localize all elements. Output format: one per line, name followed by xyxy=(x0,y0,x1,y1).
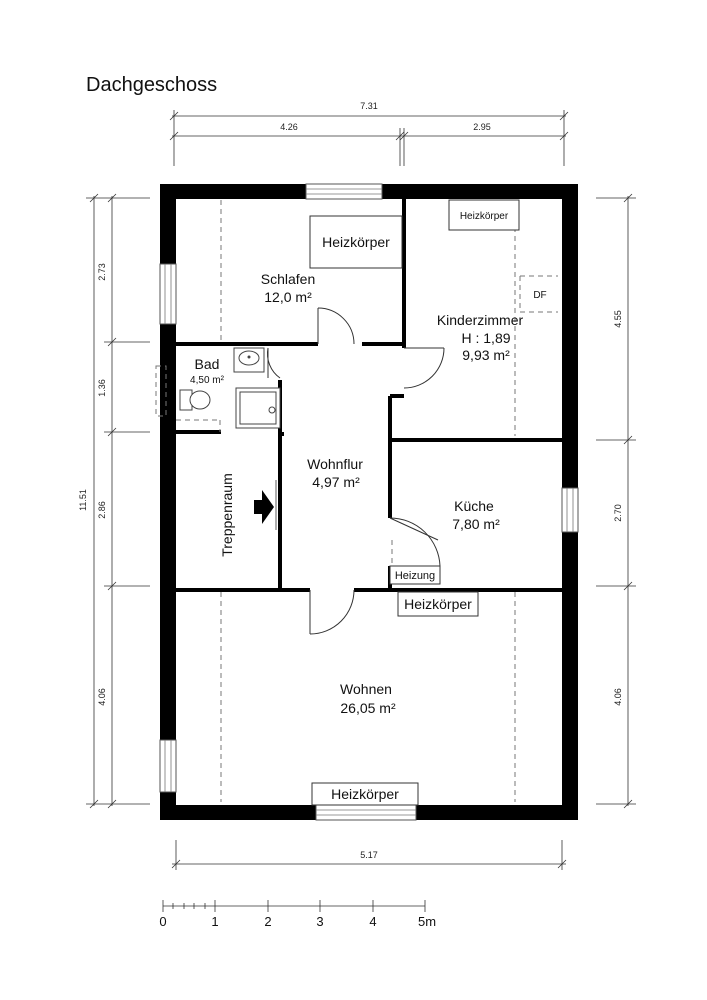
heizung-box: Heizung xyxy=(389,540,441,585)
scale-label: 0 xyxy=(159,914,166,929)
window-bottom xyxy=(315,804,417,821)
dim-left-1: 2.73 xyxy=(97,263,107,281)
dim-left-total: 11.51 xyxy=(78,489,88,511)
door-kinderzimmer xyxy=(403,347,445,389)
room-area: 4,97 m² xyxy=(312,474,360,490)
df-box: DF xyxy=(533,290,546,301)
room-area: 12,0 m² xyxy=(264,289,312,305)
heater-schlafen: Heizkörper xyxy=(309,215,403,269)
door-schlafen xyxy=(317,307,355,345)
room-schlafen: Schlafen 12,0 m² xyxy=(261,271,315,305)
window-right xyxy=(561,487,579,533)
heizung-label: Heizung xyxy=(395,570,435,582)
dim-right-2: 2.70 xyxy=(613,504,623,522)
dim-right-1: 4.55 xyxy=(613,310,623,328)
room-name: Kinderzimmer xyxy=(437,312,524,328)
room-height: H : 1,89 xyxy=(461,330,510,346)
room-name: Bad xyxy=(195,356,220,372)
bathroom-fixtures xyxy=(155,347,281,432)
heater-label: Heizkörper xyxy=(322,234,390,250)
room-wohnen: Wohnen 26,05 m² xyxy=(340,681,396,716)
dim-bottom: 5.17 xyxy=(360,850,378,860)
dimension-bottom: 5.17 xyxy=(171,840,567,870)
room-name: Treppenraum xyxy=(219,473,235,557)
dim-right-3: 4.06 xyxy=(613,688,623,706)
dim-top-right: 2.95 xyxy=(473,122,491,132)
room-wohnflur: Wohnflur 4,97 m² xyxy=(307,456,363,490)
dim-top-total: 7.31 xyxy=(360,101,378,111)
window-left-lower xyxy=(159,739,177,793)
room-area: 26,05 m² xyxy=(340,700,396,716)
roof-lines xyxy=(220,200,558,802)
scale-label: 1 xyxy=(211,914,218,929)
scale-label: 2 xyxy=(264,914,271,929)
room-name: Wohnen xyxy=(340,681,392,697)
room-area: 9,93 m² xyxy=(462,347,510,363)
page-title: Dachgeschoss xyxy=(86,74,217,96)
dimension-top: 7.31 4.26 2.95 xyxy=(169,101,569,166)
door-kueche xyxy=(389,517,441,567)
dim-left-4: 4.06 xyxy=(97,688,107,706)
scale-label: 4 xyxy=(369,914,376,929)
room-kueche: Küche 7,80 m² xyxy=(452,498,500,532)
room-bad: Bad 4,50 m² xyxy=(190,356,225,386)
room-name: Küche xyxy=(454,498,494,514)
heater-label: Heizkörper xyxy=(404,596,472,612)
room-name: Wohnflur xyxy=(307,456,363,472)
heater-wohnen-bottom: Heizkörper xyxy=(311,782,419,806)
dimension-left: 11.51 2.73 1.36 2.86 4.06 xyxy=(78,193,150,809)
room-area: 4,50 m² xyxy=(190,375,225,386)
dim-left-3: 2.86 xyxy=(97,501,107,519)
dim-top-left: 4.26 xyxy=(280,122,298,132)
heater-label: Heizkörper xyxy=(460,211,509,222)
stairs-arrow-icon xyxy=(254,480,277,530)
scale-label: 3 xyxy=(316,914,323,929)
door-bad xyxy=(267,347,281,379)
heater-label: Heizkörper xyxy=(331,786,399,802)
scale-bar: 0 1 2 3 4 5m xyxy=(159,900,436,929)
room-area: 7,80 m² xyxy=(452,516,500,532)
dim-left-2: 1.36 xyxy=(97,379,107,397)
room-treppenraum: Treppenraum xyxy=(219,473,235,557)
room-kinderzimmer: Kinderzimmer H : 1,89 9,93 m² xyxy=(437,312,524,363)
dimension-right: 4.55 2.70 4.06 xyxy=(596,193,636,809)
df-label: DF xyxy=(533,290,546,301)
room-name: Schlafen xyxy=(261,271,315,287)
heater-kinderzimmer: Heizkörper xyxy=(448,199,520,231)
window-left-upper xyxy=(159,263,177,325)
scale-label: 5m xyxy=(418,914,436,929)
heater-wohnen-top: Heizkörper xyxy=(397,591,479,617)
door-wohnen xyxy=(309,589,355,635)
window-top xyxy=(305,183,383,200)
outer-walls xyxy=(160,184,578,820)
